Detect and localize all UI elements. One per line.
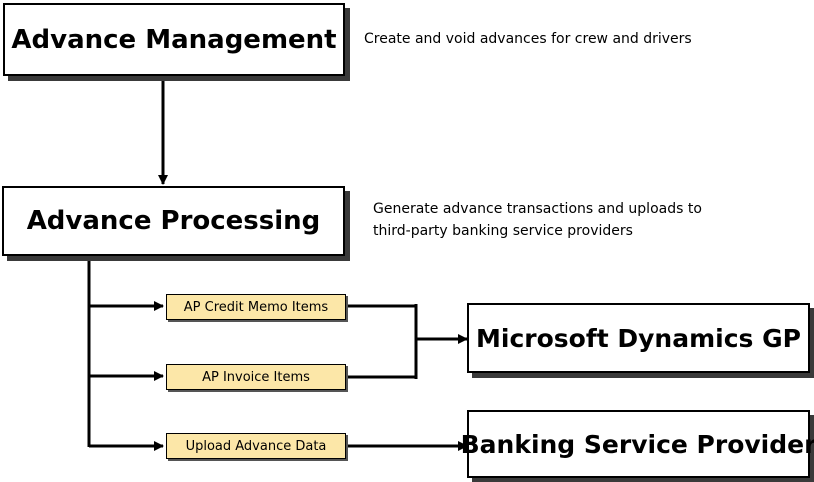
ap-credit-memo-items-label: AP Credit Memo Items bbox=[183, 299, 329, 315]
microsoft-dynamics-gp-node: Microsoft Dynamics GP bbox=[467, 303, 810, 373]
ap-credit-memo-items-tag: AP Credit Memo Items bbox=[166, 294, 346, 320]
advance-management-description-text: Create and void advances for crew and dr… bbox=[364, 31, 692, 47]
advance-management-node: Advance Management bbox=[3, 3, 345, 76]
advance-management-description: Create and void advances for crew and dr… bbox=[364, 28, 692, 50]
advance-management-label: Advance Management bbox=[11, 24, 337, 55]
banking-service-provider-label: Banking Service Provider bbox=[460, 429, 814, 459]
advance-processing-label: Advance Processing bbox=[26, 206, 321, 236]
advance-processing-description-line-2: third-party banking service providers bbox=[373, 223, 633, 239]
microsoft-dynamics-gp-label: Microsoft Dynamics GP bbox=[476, 323, 801, 353]
advance-processing-description: Generate advance transactions and upload… bbox=[373, 198, 702, 242]
upload-advance-data-label: Upload Advance Data bbox=[185, 438, 327, 454]
ap-invoice-items-label: AP Invoice Items bbox=[202, 369, 310, 385]
banking-service-provider-node: Banking Service Provider bbox=[461, 410, 814, 478]
upload-advance-data-tag: Upload Advance Data bbox=[166, 433, 346, 459]
advance-processing-node: Advance Processing bbox=[2, 186, 345, 256]
ap-invoice-items-tag: AP Invoice Items bbox=[166, 364, 346, 390]
advance-processing-description-line-1: Generate advance transactions and upload… bbox=[373, 201, 702, 217]
